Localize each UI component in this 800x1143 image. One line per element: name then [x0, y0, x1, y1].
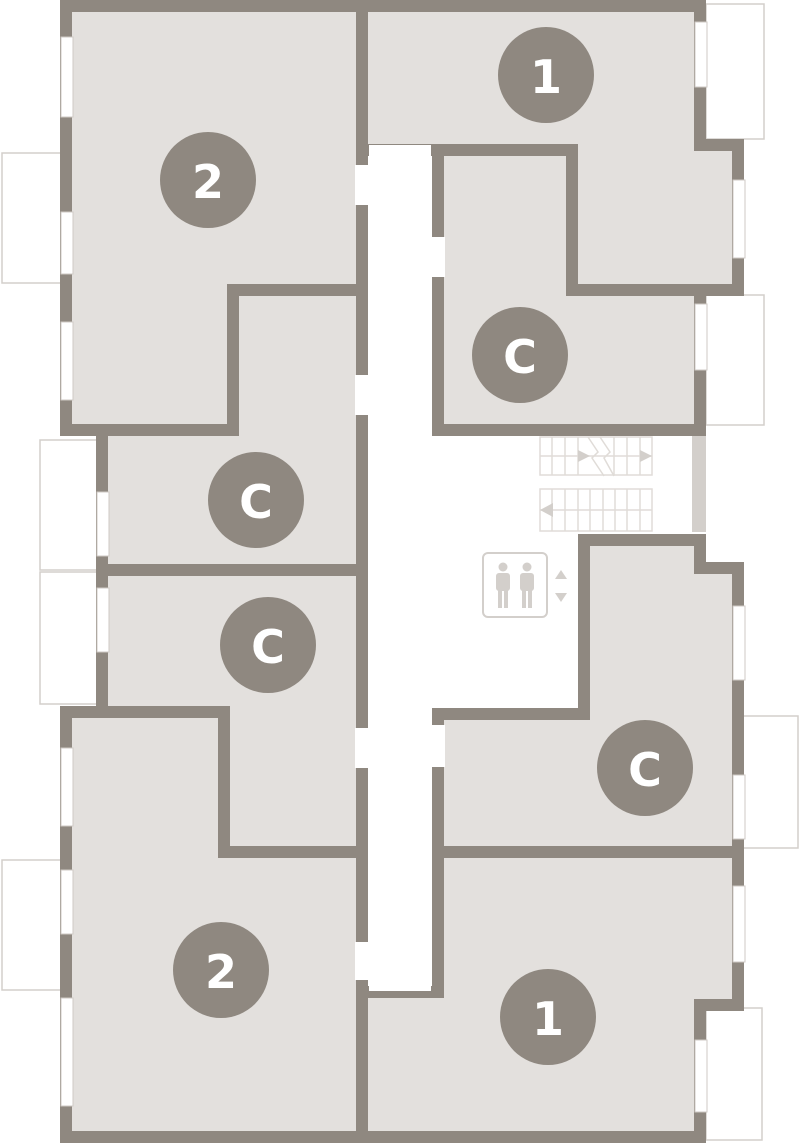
balcony: [1, 152, 63, 284]
window: [732, 605, 746, 681]
balcony: [39, 439, 101, 571]
unit-label: C: [251, 620, 285, 674]
unit-label: C: [239, 475, 273, 529]
unit-badge: C: [208, 452, 304, 548]
unit-badge: C: [597, 720, 693, 816]
window: [60, 869, 74, 935]
balcony: [39, 571, 101, 705]
unit-label: C: [503, 330, 537, 384]
window: [60, 36, 74, 118]
window: [694, 21, 708, 88]
window: [96, 491, 110, 557]
window: [60, 747, 74, 827]
window: [694, 303, 708, 371]
balcony: [705, 3, 765, 140]
window: [732, 179, 746, 259]
unit-label: 1: [530, 50, 562, 104]
unit-badge: C: [220, 597, 316, 693]
window: [60, 321, 74, 401]
unit-badge: 1: [500, 969, 596, 1065]
door-opening: [355, 942, 369, 980]
unit-badge: 1: [498, 27, 594, 123]
unit-label: 2: [205, 945, 237, 999]
stairwell-wall: [692, 436, 706, 532]
door-opening: [355, 165, 369, 205]
stairs-icon: [539, 436, 653, 532]
window: [60, 997, 74, 1107]
unit-label: 1: [532, 992, 564, 1046]
unit-badge: C: [472, 307, 568, 403]
balcony: [705, 1007, 763, 1141]
window: [60, 211, 74, 275]
door-opening: [355, 728, 369, 768]
door-opening: [431, 725, 445, 767]
unit-label: 2: [192, 155, 224, 209]
unit-label: C: [628, 743, 662, 797]
door-opening: [431, 237, 445, 277]
up-down-arrows-icon: [555, 570, 567, 602]
elevator-people-icon: [482, 552, 548, 618]
window: [732, 774, 746, 840]
balcony: [705, 294, 765, 426]
balcony: [741, 715, 799, 849]
balcony: [1, 859, 63, 991]
window: [732, 885, 746, 963]
door-opening: [355, 375, 369, 415]
corridor: [369, 145, 431, 991]
unit-badge: 2: [160, 132, 256, 228]
window: [96, 587, 110, 653]
unit-badge: 2: [173, 922, 269, 1018]
window: [694, 1039, 708, 1113]
